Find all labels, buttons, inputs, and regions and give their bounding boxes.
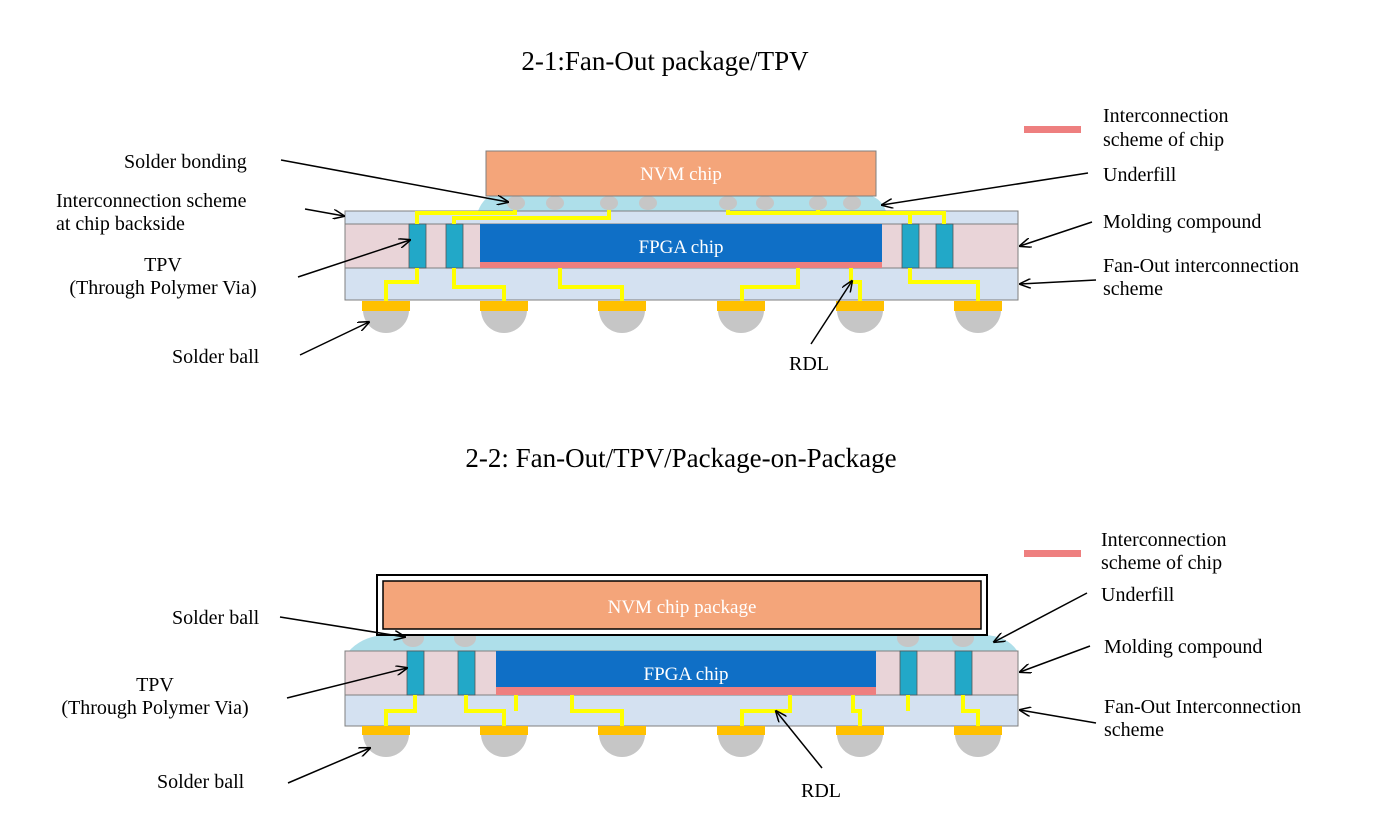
diagram2-title: 2-2: Fan-Out/TPV/Package-on-Package [465, 443, 896, 473]
label-underfill: Underfill [1101, 584, 1175, 606]
fan-out-interconnection-layer [344, 267, 1019, 301]
label-solder-bonding: Solder bonding [124, 151, 247, 173]
label-solder-ball-top: Solder ball [172, 607, 260, 629]
tpv [954, 650, 973, 696]
tpv [935, 223, 954, 269]
label-tpv-line2: (Through Polymer Via) [69, 277, 256, 299]
tpv [901, 223, 920, 269]
tpv [406, 650, 425, 696]
label-solder-ball: Solder ball [172, 346, 260, 368]
nvm-chip-package [382, 580, 982, 630]
label-tpv-line1: TPV [136, 674, 174, 696]
label-fanout-line1: Fan-Out interconnection [1103, 255, 1299, 277]
underfill [478, 195, 886, 211]
tpv [457, 650, 476, 696]
label-backside-line1: Interconnection scheme [56, 190, 247, 212]
diagram-fan-out-tpv: 2-1:Fan-Out package/TPV Interconnection … [56, 46, 1299, 375]
nvm-chip [485, 150, 877, 197]
diagram-fan-out-pop: 2-2: Fan-Out/TPV/Package-on-Package Inte… [61, 443, 1301, 802]
label-backside-line2: at chip backside [56, 213, 185, 235]
underfill [348, 635, 1018, 652]
fpga-chip-interconnect [496, 687, 876, 695]
label-rdl: RDL [789, 353, 829, 375]
wiring [384, 205, 980, 302]
label-fanout-line2: scheme [1104, 719, 1164, 741]
fpga-chip-label: FPGA chip [639, 237, 724, 258]
callout-arrows [280, 159, 1097, 356]
legend-label-line1: Interconnection [1101, 529, 1227, 551]
legend-label-line1: Interconnection [1103, 105, 1229, 127]
tpv [408, 223, 427, 269]
label-solder-ball-bottom: Solder ball [157, 771, 245, 793]
legend-chip-interconnect-swatch [1024, 550, 1081, 557]
callout-arrows [279, 592, 1097, 784]
label-molding-compound: Molding compound [1103, 211, 1261, 233]
legend-label-line2: scheme of chip [1101, 552, 1222, 574]
fan-out-interconnection-layer [344, 694, 1019, 727]
fpga-chip [496, 651, 876, 687]
solder-balls [362, 726, 1002, 757]
fpga-chip-label: FPGA chip [644, 664, 729, 685]
nvm-chip-label: NVM chip [640, 164, 722, 185]
label-tpv-line1: TPV [144, 254, 182, 276]
legend-chip-interconnect-swatch [1024, 126, 1081, 133]
legend-label-line2: scheme of chip [1103, 129, 1224, 151]
label-molding-compound: Molding compound [1104, 636, 1262, 658]
diagram1-title: 2-1:Fan-Out package/TPV [521, 46, 809, 76]
nvm-chip-package-label: NVM chip package [608, 597, 757, 618]
tpv [899, 650, 918, 696]
label-tpv-line2: (Through Polymer Via) [61, 697, 248, 719]
label-underfill: Underfill [1103, 164, 1177, 186]
wiring [384, 695, 980, 727]
fpga-chip [480, 224, 882, 262]
label-fanout-line1: Fan-Out Interconnection [1104, 696, 1301, 718]
label-rdl: RDL [801, 780, 841, 802]
label-fanout-line2: scheme [1103, 278, 1163, 300]
tpv [445, 223, 464, 269]
fpga-chip-interconnect [480, 262, 882, 268]
solder-bumps [507, 196, 861, 210]
solder-balls [362, 301, 1002, 333]
